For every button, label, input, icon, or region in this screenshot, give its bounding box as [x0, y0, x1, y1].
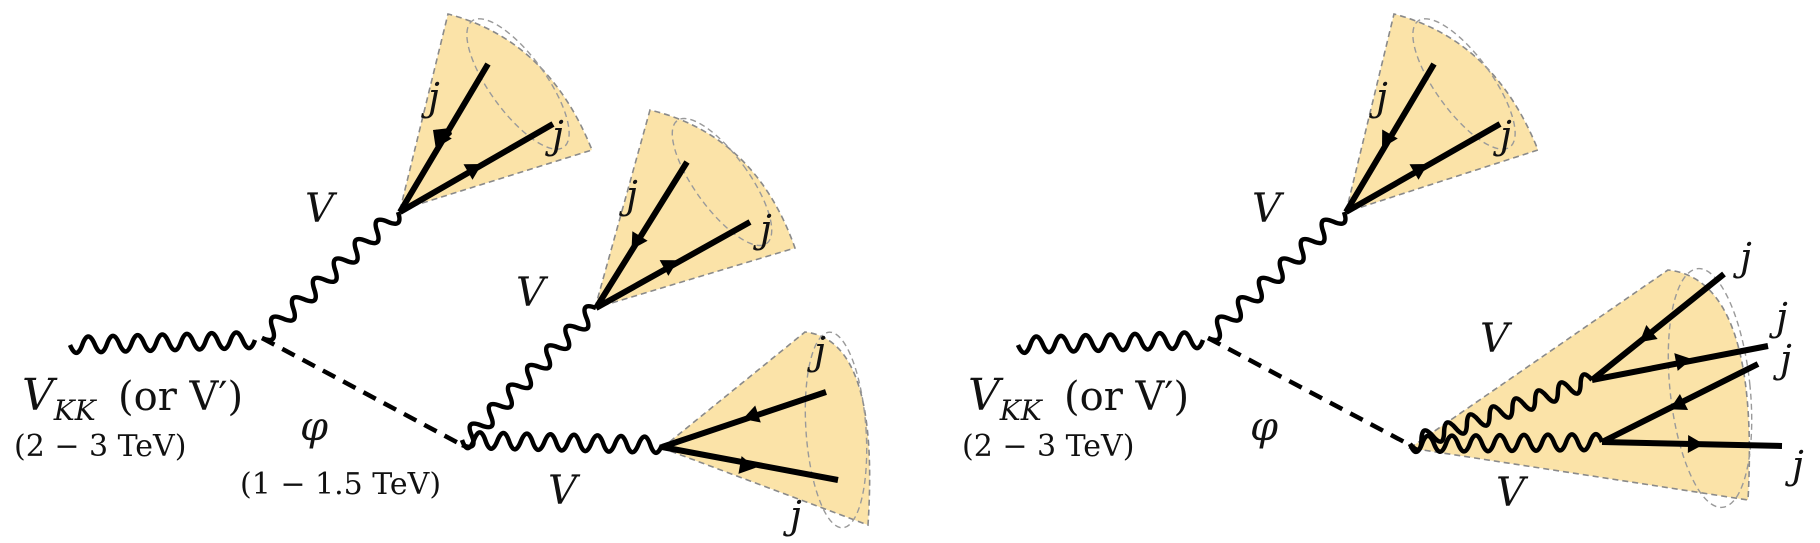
jet-label-right-3: j	[1733, 235, 1752, 279]
jet-label-right-5: j	[1773, 337, 1792, 381]
scalar-label-right: φ	[1250, 404, 1278, 450]
jet-cone-middle	[593, 109, 797, 310]
left-diagram: VKK (or V′) (2 − 3 TeV) φ (1 − 1.5 TeV) …	[14, 13, 871, 537]
arrow-merged-d	[1687, 435, 1704, 453]
jet-label-right-6: j	[1785, 443, 1804, 487]
arrow-middle-b	[659, 260, 678, 276]
resonance-alt-label-right: (or V′)	[1064, 374, 1189, 420]
boson-label-merged-lower: V	[1496, 470, 1529, 516]
boson-line-upper-right	[1207, 211, 1348, 343]
scalar-line-right	[1206, 336, 1412, 447]
scalar-line	[260, 336, 464, 447]
boson-line-middle	[461, 304, 597, 449]
boson-line-merged-b	[1407, 431, 1605, 455]
scalar-label: φ	[300, 404, 328, 450]
arrow-middle-a	[631, 231, 648, 250]
arrow-lower-b	[738, 456, 756, 474]
boson-line-merged-a	[1408, 372, 1594, 452]
resonance-mass-label-right: (2 − 3 TeV)	[962, 429, 1134, 464]
boson-label-middle: V	[516, 270, 549, 316]
resonance-mass-label: (2 − 3 TeV)	[14, 429, 186, 464]
arrow-lower-a	[742, 405, 761, 423]
jet-cone-upper	[398, 13, 594, 212]
arrow-upper-b	[463, 164, 482, 180]
jet-label-6: j	[783, 493, 802, 537]
incoming-boson-line-right	[1015, 330, 1206, 355]
arrow-upper-right-a	[1382, 129, 1398, 148]
arrow-merged-a	[1639, 325, 1658, 343]
resonance-label: VKK	[22, 370, 98, 427]
arrow-upper-right-b	[1409, 164, 1428, 180]
arrow-merged-c	[1669, 393, 1689, 411]
boson-label-upper-right: V	[1252, 186, 1285, 232]
right-diagram: VKK (or V′) (2 − 3 TeV) φ V V V j j j j …	[962, 13, 1804, 516]
arrow-upper-a	[436, 129, 452, 148]
jet-cone-lower	[660, 331, 871, 529]
boson-label-lower: V	[548, 468, 581, 514]
scalar-mass-label: (1 − 1.5 TeV)	[240, 467, 441, 502]
boson-line-lower	[459, 430, 665, 456]
resonance-alt-label: (or V′)	[118, 374, 243, 420]
arrow-merged-b	[1674, 353, 1692, 371]
resonance-label-right: VKK	[968, 370, 1044, 427]
jet-cone-upper-right	[1344, 13, 1540, 214]
incoming-boson-line	[67, 330, 258, 355]
boson-line-upper	[261, 211, 402, 343]
boson-label-upper: V	[305, 186, 338, 232]
boson-label-merged-upper: V	[1480, 316, 1513, 362]
jet-label-right-4: j	[1769, 295, 1788, 339]
